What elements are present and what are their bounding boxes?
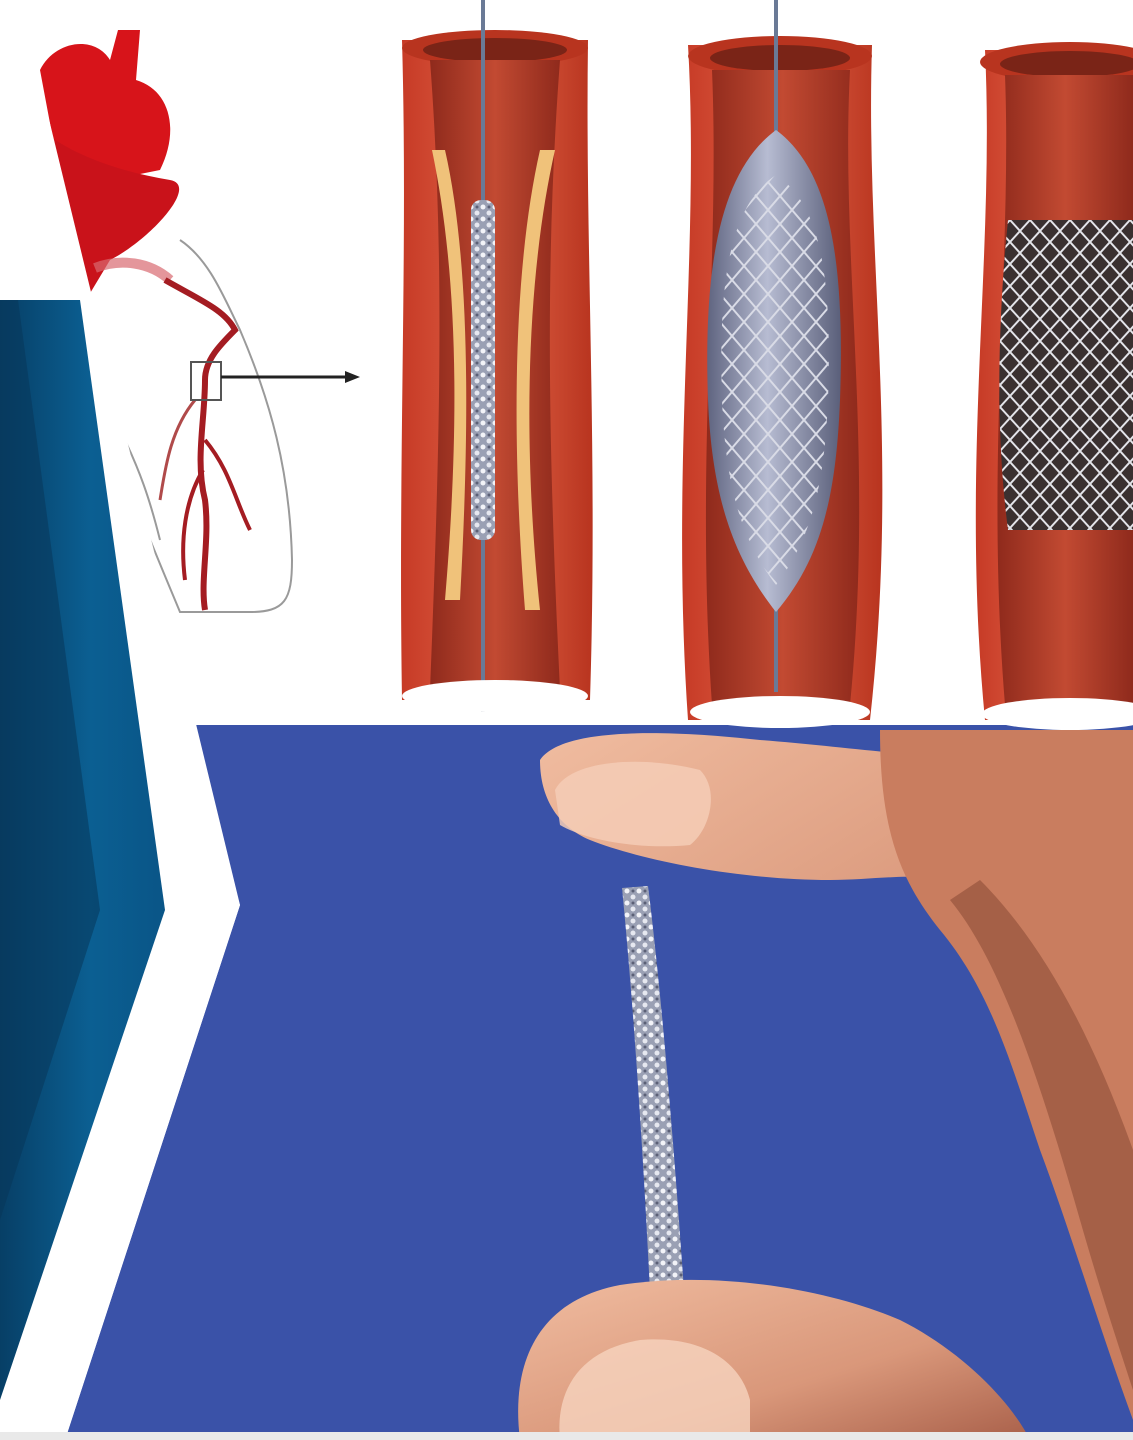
coronary-branch-1: [205, 440, 250, 530]
artery1-bottom-rim: [402, 680, 588, 712]
pulmonary-vessel: [95, 263, 170, 280]
artery1-top-lumen: [423, 38, 567, 62]
expanded-stent: [999, 220, 1133, 530]
pointer-arrow-head: [345, 371, 360, 383]
stent-photo: [65, 725, 1133, 1440]
artery2-bottom-rim: [690, 696, 870, 728]
bottom-edge-strip: [0, 1432, 1133, 1440]
artery-with-balloon-stent-icon: [682, 0, 882, 728]
artery-with-expanded-stent-icon: [976, 42, 1133, 730]
artery2-top-lumen: [710, 45, 850, 71]
coronary-artery: [165, 280, 235, 610]
catheter-stent: [471, 200, 495, 540]
coronary-branch-3: [160, 400, 195, 500]
artery-with-catheter-icon: [401, 0, 593, 712]
